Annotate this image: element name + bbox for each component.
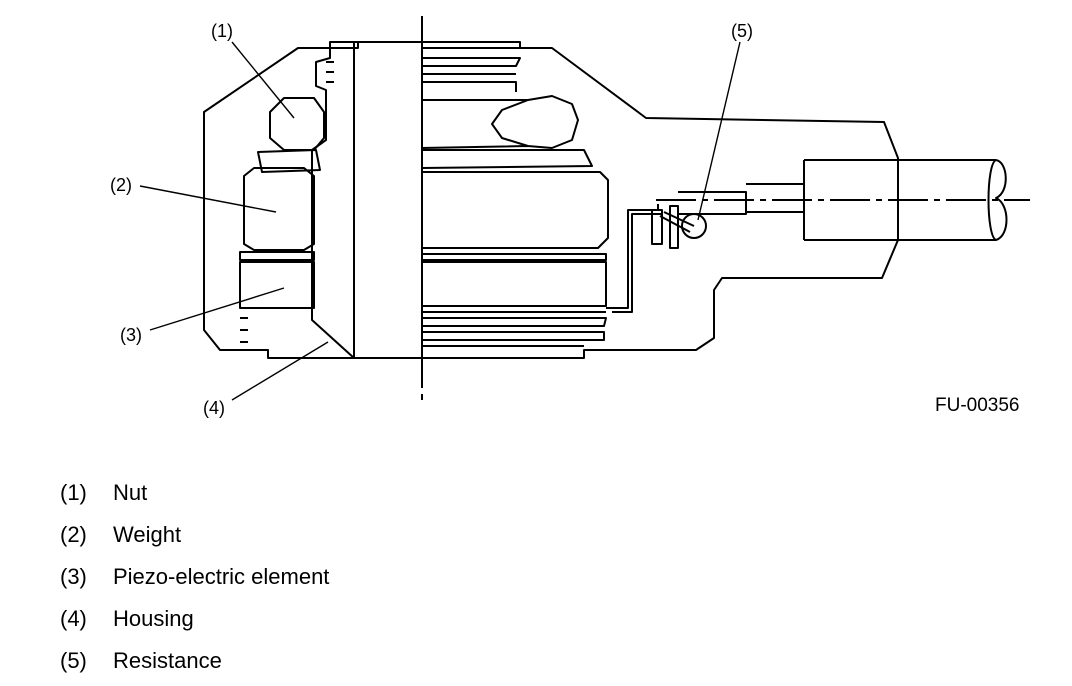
leader-line-4	[231, 341, 329, 401]
leader-line-3	[149, 287, 285, 331]
resistance-leads	[659, 211, 695, 233]
callout-3: (3)	[120, 325, 142, 345]
piezo-element-body	[239, 261, 315, 309]
piezo-element-left	[239, 251, 315, 261]
housing-left-grooves	[240, 61, 334, 343]
legend-label: Housing	[113, 606, 194, 631]
callout-5: (5)	[731, 21, 753, 41]
leader-line-5	[697, 41, 741, 221]
legend-number: (3)	[60, 564, 87, 589]
weight-block	[243, 167, 315, 251]
legend-number: (2)	[60, 522, 87, 547]
legend-number: (1)	[60, 480, 87, 505]
nut-right	[421, 95, 579, 149]
nut-left	[269, 97, 325, 151]
housing-left-wall	[311, 41, 355, 359]
leader-line-1	[231, 41, 295, 119]
legend-number: (5)	[60, 648, 87, 673]
weight-right	[422, 171, 609, 249]
callout-1: (1)	[211, 21, 233, 41]
terminal-block	[651, 205, 679, 249]
nut-flange-left	[257, 149, 321, 173]
figure-code: FU-00356	[935, 395, 1020, 416]
callout-4: (4)	[203, 398, 225, 418]
legend-label: Resistance	[113, 648, 222, 673]
nut-right-flange	[421, 149, 593, 169]
cable-end	[987, 159, 1008, 241]
legend-number: (4)	[60, 606, 87, 631]
lead-wire	[606, 204, 662, 313]
leader-line-2	[139, 185, 277, 213]
piezo-right	[422, 253, 607, 307]
base-threads-right	[422, 311, 607, 347]
legend-label: Piezo-electric element	[113, 564, 330, 589]
legend-label: Nut	[113, 480, 148, 505]
legend-label: Weight	[113, 522, 182, 547]
thread-lines-top	[422, 47, 521, 92]
callout-2: (2)	[110, 175, 132, 195]
center-stud	[353, 41, 423, 359]
